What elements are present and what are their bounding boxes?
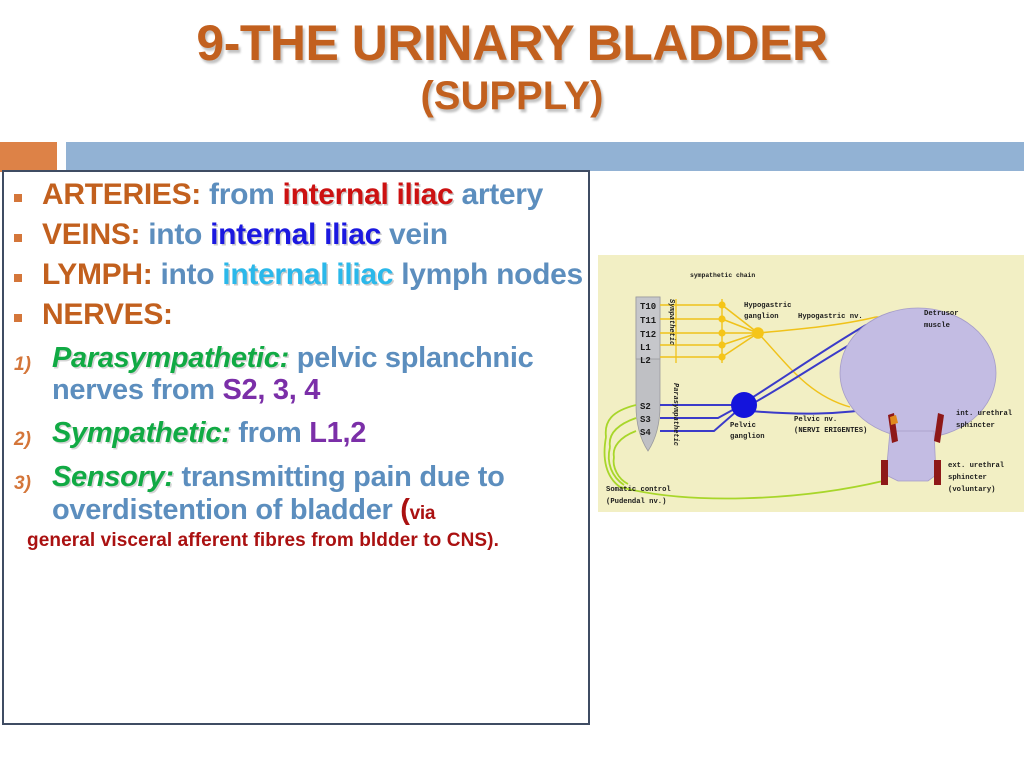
square-bullet-icon (14, 273, 22, 282)
list-marker-3: 3) (14, 473, 31, 495)
bullet-item-lymph: LYMPH: into internal iliac lymph nodes (4, 258, 588, 292)
sympathetic-pathway (660, 299, 893, 408)
bullet-label-veins: VEINS: (42, 217, 141, 251)
bullet-keyword-arteries: internal iliac (282, 178, 454, 211)
numbered-text-sensory: Sensory: transmitting pain due to overdi… (27, 461, 588, 552)
bullet-tail-lymph: lymph nodes (393, 257, 583, 291)
bullet-label-arteries: ARTERIES: (42, 178, 201, 211)
diagram-svg: .dlbl { font-family: "Liberation Mono", … (598, 255, 1024, 512)
numbered-text-sympathetic: Sympathetic: from L1,2 (52, 417, 588, 450)
label-int-sphincter-1: int. urethral (956, 410, 1013, 418)
numbered-text-parasympathetic: Parasympathetic: pelvic splanchnic nerve… (52, 342, 588, 408)
label-S3: S3 (640, 415, 651, 425)
bullet-text-nerves: NERVES: (42, 298, 588, 332)
bullet-tail-veins: vein (380, 217, 448, 251)
label-detrusor-1: Detrusor (924, 310, 959, 318)
segments-parasympathetic: S2, 3, 4 (222, 374, 321, 407)
bullet-text-arteries: ARTERIES: from internal iliac artery (42, 178, 588, 212)
label-hypogastric-nerve: Hypogastric nv. (798, 313, 863, 321)
bladder-body (839, 307, 997, 482)
term-parasympathetic: Parasympathetic: (52, 341, 289, 374)
term-sympathetic: Sympathetic: (52, 417, 231, 450)
label-T12: T12 (640, 330, 656, 340)
numbered-item-sympathetic: 2) Sympathetic: from L1,2 (4, 417, 588, 451)
page-title: 9-THE URINARY BLADDER (SUPPLY) (0, 18, 1024, 116)
label-pelvic-nerve-1: Pelvic nv. (794, 416, 837, 424)
label-pelvic-ganglion-2: ganglion (730, 433, 765, 441)
label-somatic-control-2: (Pudendal nv.) (606, 498, 666, 506)
bullet-item-veins: VEINS: into internal iliac vein (4, 218, 588, 252)
label-L2: L2 (640, 356, 651, 366)
bullet-label-lymph: LYMPH: (42, 257, 153, 291)
label-T11: T11 (640, 316, 657, 326)
external-urethral-sphincter (881, 460, 941, 485)
bullet-connector-lymph: into (152, 257, 223, 291)
label-sympathetic-vertical: Sympathetic (667, 299, 675, 345)
square-bullet-icon (14, 194, 22, 202)
body-sympathetic: from (230, 417, 310, 450)
internal-urethral-sphincter (888, 413, 944, 443)
bullet-item-nerves: NERVES: (4, 298, 588, 332)
term-sensory: Sensory: (52, 461, 174, 494)
bullet-connector-veins: into (140, 217, 211, 251)
bullet-tail-arteries: artery (453, 178, 544, 211)
label-sympathetic-chain: sympathetic chain (690, 272, 755, 279)
fine-print-sensory: general visceral afferent fibres from bl… (27, 529, 499, 551)
title-line-primary: 9-THE URINARY BLADDER (196, 15, 828, 71)
somatic-pathway (603, 404, 884, 500)
label-ext-sphincter-2: sphincter (948, 474, 987, 482)
body-sensory: transmitting pain due to overdistention … (52, 461, 505, 526)
label-T10: T10 (640, 302, 656, 312)
label-parasympathetic-vertical: Parasympathetic (671, 383, 679, 446)
header-banner (0, 142, 1024, 172)
label-int-sphincter-2: sphincter (956, 422, 995, 430)
bullet-text-lymph: LYMPH: into internal iliac lymph nodes (42, 258, 588, 292)
paren-open-sensory: ( (400, 493, 410, 526)
bullet-text-veins: VEINS: into internal iliac vein (42, 218, 588, 252)
label-ext-sphincter-3: (voluntary) (948, 486, 995, 494)
body-parasympathetic: pelvic splanchnic nerves from (52, 341, 534, 407)
label-S4: S4 (640, 428, 651, 438)
label-hypogastric-ganglion-1: Hypogastric (744, 302, 791, 310)
numbered-item-sensory: 3) Sensory: transmitting pain due to ove… (4, 461, 588, 552)
bladder-innervation-diagram: .dlbl { font-family: "Liberation Mono", … (598, 255, 1024, 512)
segments-sympathetic: L1,2 (309, 417, 367, 450)
label-ext-sphincter-1: ext. urethral (948, 462, 1005, 470)
bullet-item-arteries: ARTERIES: from internal iliac artery (4, 178, 588, 212)
bullet-keyword-lymph: internal iliac (222, 257, 394, 291)
bullet-connector-arteries: from (200, 178, 283, 211)
numbered-item-parasympathetic: 1) Parasympathetic: pelvic splanchnic ne… (4, 342, 588, 408)
list-marker-2: 2) (14, 429, 31, 451)
label-L1: L1 (640, 343, 651, 353)
label-detrusor-2: muscle (924, 322, 950, 330)
label-somatic-control-1: Somatic control (606, 486, 671, 494)
list-marker-1: 1) (14, 353, 31, 375)
spinal-cord (635, 296, 661, 452)
label-S2: S2 (640, 402, 651, 412)
title-line-secondary: (SUPPLY) (420, 74, 604, 118)
content-box: ARTERIES: from internal iliac artery VEI… (2, 170, 590, 725)
banner-accent-block (0, 142, 57, 172)
bullet-label-nerves: NERVES: (42, 297, 173, 331)
square-bullet-icon (14, 233, 22, 242)
via-sensory: via (409, 502, 436, 524)
sympathetic-ganglia-nodes (718, 301, 764, 361)
label-hypogastric-ganglion-2: ganglion (744, 313, 779, 321)
bullet-keyword-veins: internal iliac (210, 217, 381, 251)
banner-bar (66, 142, 1024, 171)
pelvic-ganglion-node (731, 392, 757, 418)
square-bullet-icon (14, 313, 22, 322)
label-pelvic-ganglion-1: Pelvic (730, 422, 756, 430)
label-pelvic-nerve-2: (NERVI ERIGENTES) (794, 427, 867, 435)
